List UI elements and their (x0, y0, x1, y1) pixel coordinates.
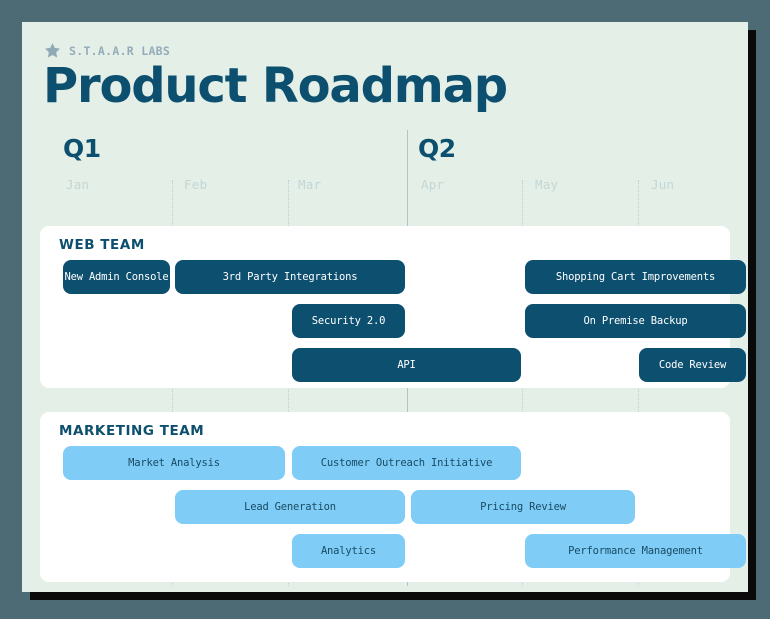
task-bar-label: Lead Generation (244, 501, 336, 513)
task-bar-label: Performance Management (568, 545, 703, 557)
task-bar[interactable]: Pricing Review (411, 490, 635, 524)
task-bar-label: API (397, 359, 416, 371)
task-bar[interactable]: Customer Outreach Initiative (292, 446, 521, 480)
page-title: Product Roadmap (43, 58, 508, 114)
task-bar[interactable]: Market Analysis (63, 446, 285, 480)
task-bar-label: Shopping Cart Improvements (555, 271, 716, 283)
task-bar-label: Code Review (658, 359, 727, 371)
task-bar[interactable]: On Premise Backup (525, 304, 746, 338)
task-bar-label: Security 2.0 (311, 315, 386, 327)
task-bar[interactable]: Code Review (639, 348, 746, 382)
task-bar[interactable]: Lead Generation (175, 490, 405, 524)
task-bar[interactable]: Shopping Cart Improvements (525, 260, 746, 294)
month-label-feb: Feb (184, 177, 208, 192)
month-label-jun: Jun (651, 177, 675, 192)
month-label-apr: Apr (421, 177, 445, 192)
task-bar-label: On Premise Backup (583, 315, 688, 327)
month-label-may: May (535, 177, 559, 192)
task-bar[interactable]: 3rd Party Integrations (175, 260, 405, 294)
month-label-jan: Jan (66, 177, 90, 192)
task-bar[interactable]: Security 2.0 (292, 304, 405, 338)
team-title: WEB TEAM (59, 237, 145, 253)
task-bar-label: Customer Outreach Initiative (320, 457, 493, 469)
team-title: MARKETING TEAM (59, 423, 205, 439)
task-bar-label: New Admin Console (64, 271, 169, 283)
task-bar[interactable]: API (292, 348, 521, 382)
quarter-label-q2: Q2 (418, 134, 456, 163)
quarter-label-q1: Q1 (63, 134, 101, 163)
task-bar-label: Market Analysis (128, 457, 220, 469)
task-bar-label: 3rd Party Integrations (222, 271, 358, 283)
brand-name: S.T.A.A.R LABS (69, 43, 171, 58)
task-bar[interactable]: Performance Management (525, 534, 746, 568)
task-bar-label: Analytics (320, 545, 377, 557)
task-bar[interactable]: New Admin Console (63, 260, 170, 294)
task-bar[interactable]: Analytics (292, 534, 405, 568)
month-label-mar: Mar (298, 177, 322, 192)
brand: S.T.A.A.R LABS (44, 42, 170, 59)
star-icon (45, 43, 60, 58)
task-bar-label: Pricing Review (480, 501, 566, 513)
